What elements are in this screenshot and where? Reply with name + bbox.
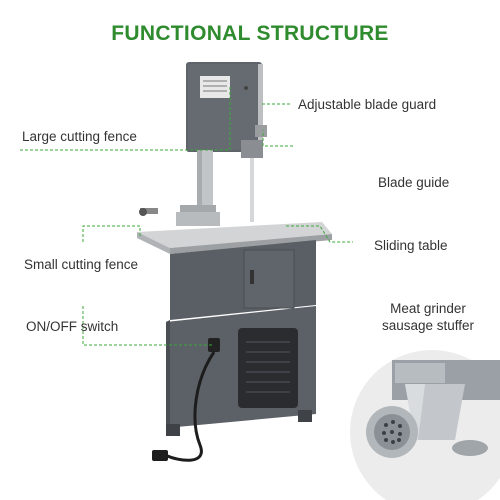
warning-label-plate	[200, 76, 230, 98]
leader-large-fence	[20, 86, 231, 151]
leader-on-off	[82, 306, 212, 346]
base-stand	[166, 306, 316, 436]
label-large-cutting-fence: Large cutting fence	[22, 129, 137, 144]
label-meat-grinder-line1: Meat grinder	[390, 301, 466, 316]
label-small-cutting-fence: Small cutting fence	[24, 257, 139, 272]
power-cord	[164, 351, 216, 462]
label-blade-guide: Blade guide	[378, 175, 450, 190]
meat-grinder-inset	[350, 350, 500, 500]
sliding-table-top	[137, 222, 332, 248]
leader-lines	[20, 86, 353, 346]
blade-guide-block	[241, 140, 263, 158]
large-cutting-fence	[139, 205, 220, 226]
power-plug	[152, 450, 168, 461]
on-off-switch	[208, 338, 220, 352]
saw-blade	[250, 158, 254, 222]
leader-blade-guide	[262, 130, 293, 147]
label-adjustable-blade-guard: Adjustable blade guard	[298, 97, 437, 112]
page-title: FUNCTIONAL STRUCTURE	[111, 22, 389, 45]
label-meat-grinder: Meat grinder sausage stuffer	[368, 300, 488, 334]
label-sliding-table: Sliding table	[374, 238, 448, 253]
label-on-off-switch: ON/OFF switch	[26, 319, 119, 334]
motor-vent	[238, 328, 298, 408]
leader-small-fence	[82, 225, 141, 242]
label-meat-grinder-line2: sausage stuffer	[381, 318, 475, 333]
upper-wheel-housing	[186, 62, 262, 152]
blade-guard-rod	[258, 64, 263, 156]
leader-sliding-table	[286, 225, 353, 243]
lower-cabinet	[170, 240, 316, 320]
